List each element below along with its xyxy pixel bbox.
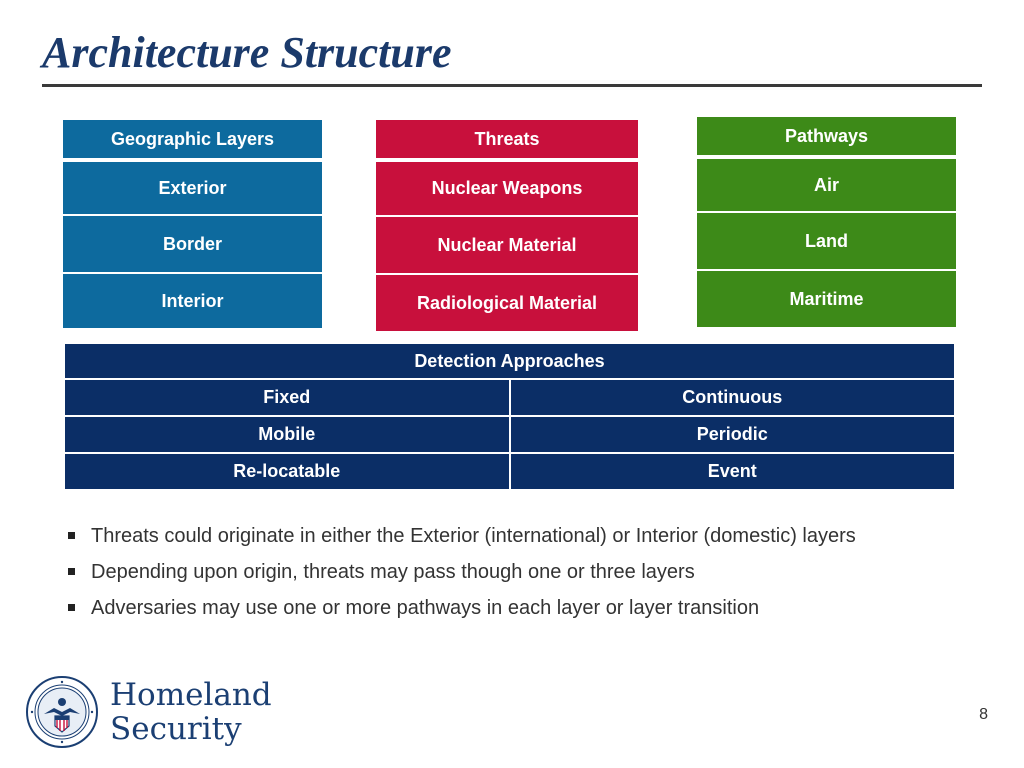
pathway-item: Land <box>697 213 956 271</box>
bullet-text: Threats could originate in either the Ex… <box>91 525 856 547</box>
threat-item: Radiological Material <box>376 275 638 331</box>
threats-column: Threats Nuclear Weapons Nuclear Material… <box>376 120 638 331</box>
dhs-seal-icon <box>26 676 98 748</box>
table-cell: Mobile <box>63 415 511 454</box>
bullet-item: Depending upon origin, threats may pass … <box>68 554 856 590</box>
table-row: Mobile Periodic <box>63 415 956 454</box>
bullet-text: Adversaries may use one or more pathways… <box>91 597 760 619</box>
threat-item: Nuclear Weapons <box>376 162 638 217</box>
bullet-text: Depending upon origin, threats may pass … <box>91 561 695 583</box>
square-bullet-icon <box>68 604 75 611</box>
bullet-list: Threats could originate in either the Ex… <box>68 518 856 626</box>
table-cell: Event <box>508 452 956 491</box>
page-number: 8 <box>979 706 988 723</box>
pathway-item: Maritime <box>697 271 956 327</box>
homeland-security-logo: Homeland Security <box>26 676 272 748</box>
bullet-item: Adversaries may use one or more pathways… <box>68 590 856 626</box>
table-cell: Periodic <box>508 415 956 454</box>
bullet-item: Threats could originate in either the Ex… <box>68 518 856 554</box>
square-bullet-icon <box>68 532 75 539</box>
geographic-layer-item: Interior <box>63 274 322 328</box>
pathways-column: Pathways Air Land Maritime <box>697 117 956 327</box>
geographic-layers-header: Geographic Layers <box>63 120 322 162</box>
title-divider <box>42 84 982 87</box>
logo-text-line2: Security <box>110 711 242 747</box>
table-cell: Re-locatable <box>63 452 511 491</box>
pathway-item: Air <box>697 159 956 213</box>
table-row: Fixed Continuous <box>63 378 956 417</box>
square-bullet-icon <box>68 568 75 575</box>
table-cell: Continuous <box>508 378 956 417</box>
detection-approaches-table: Detection Approaches Fixed Continuous Mo… <box>63 342 956 491</box>
threat-item: Nuclear Material <box>376 217 638 275</box>
geographic-layers-column: Geographic Layers Exterior Border Interi… <box>63 120 322 328</box>
pathways-header: Pathways <box>697 117 956 159</box>
logo-text-line1: Homeland <box>110 677 272 713</box>
threats-header: Threats <box>376 120 638 162</box>
geographic-layer-item: Border <box>63 216 322 274</box>
geographic-layer-item: Exterior <box>63 162 322 216</box>
slide-title: Architecture Structure <box>42 28 452 77</box>
detection-approaches-header: Detection Approaches <box>63 342 956 380</box>
table-row: Re-locatable Event <box>63 452 956 491</box>
table-cell: Fixed <box>63 378 511 417</box>
